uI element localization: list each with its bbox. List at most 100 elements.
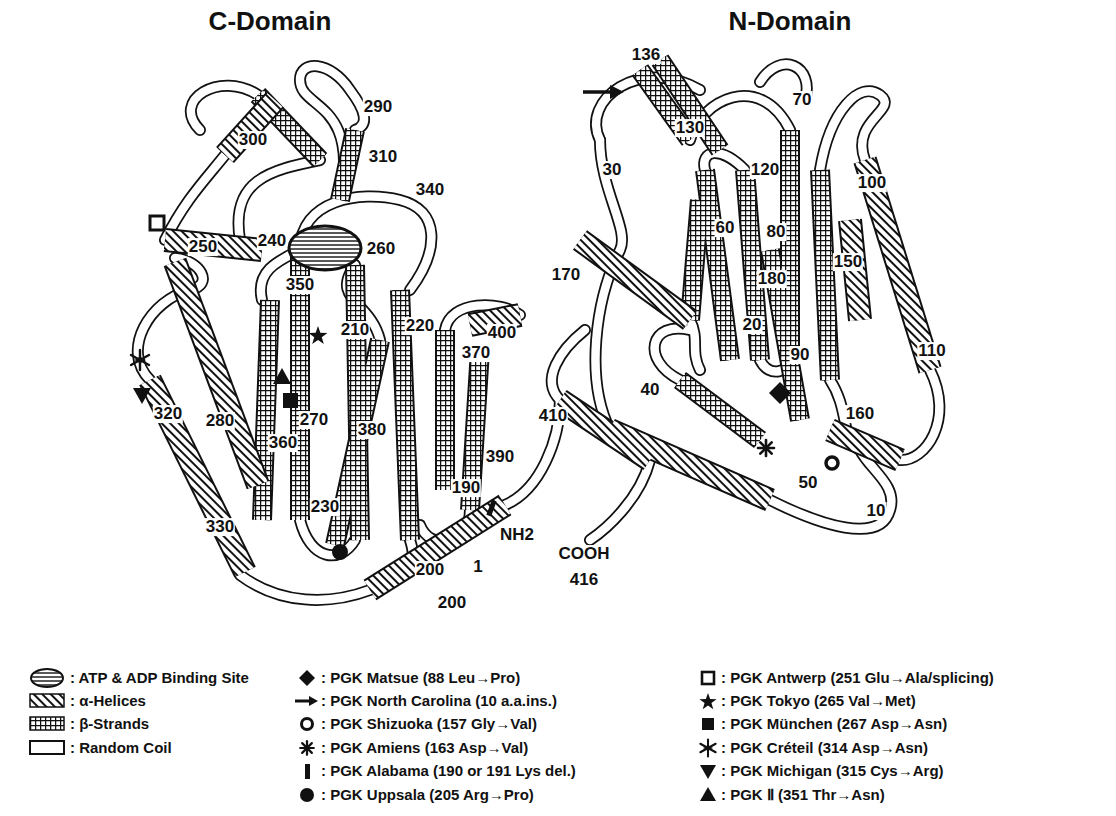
residue-number: 250 — [188, 238, 218, 256]
mutation-marker — [131, 85, 838, 560]
residue-number: 160 — [845, 405, 875, 423]
legend-swatch — [300, 788, 314, 802]
residue-number: 390 — [485, 448, 515, 466]
mutation-marker — [583, 90, 612, 94]
legend-swatch — [702, 718, 714, 730]
legend-text: : PGK Ⅱ (351 Thr→Asn) — [721, 787, 885, 804]
mutation-marker — [758, 440, 774, 456]
legend-swatch — [295, 700, 311, 703]
legend-text: : PGK Michigan (315 Cys→Arg) — [721, 763, 944, 780]
legend-swatch — [30, 694, 64, 707]
legend-text: : ATP & ADP Binding Site — [70, 670, 249, 687]
residue-number: 260 — [366, 240, 396, 258]
legend-text: : PGK North Carolina (10 a.a.ins.) — [321, 693, 557, 710]
legend-text: : α-Helices — [70, 693, 146, 710]
mutation-marker — [332, 544, 348, 560]
residue-number: 400 — [487, 324, 517, 342]
domain-title: N-Domain — [728, 8, 853, 35]
residue-number: NH2 — [499, 526, 535, 544]
residue-number: 410 — [538, 407, 568, 425]
residue-number: 220 — [405, 317, 435, 335]
residue-number: 200 — [415, 561, 445, 579]
legend-text: : PGK Amiens (163 Asp→Val) — [321, 740, 528, 757]
residue-number: 310 — [368, 148, 398, 166]
legend-text: : PGK Antwerp (251 Glu→Ala/splicing) — [721, 670, 994, 687]
residue-number: 10 — [866, 502, 887, 520]
residue-number: 60 — [715, 219, 736, 237]
legend-text: : β-Strands — [70, 716, 149, 733]
residue-number: 120 — [750, 161, 780, 179]
residue-number: 280 — [205, 412, 235, 430]
residue-number: 416 — [569, 571, 599, 589]
residue-number: 40 — [640, 381, 661, 399]
residue-number: 340 — [415, 181, 445, 199]
mutation-marker — [133, 388, 151, 404]
residue-number: 90 — [790, 346, 811, 364]
residue-number: 70 — [792, 91, 813, 109]
residue-number: 190 — [451, 479, 481, 497]
binding-site — [289, 226, 361, 270]
legend-text: : PGK Uppsala (205 Arg→Pro) — [321, 787, 534, 804]
mutation-marker — [283, 393, 298, 408]
residue-number: 270 — [299, 411, 329, 429]
domain-title: C-Domain — [208, 8, 333, 35]
residue-number: 130 — [675, 119, 705, 137]
residue-number: 380 — [357, 421, 387, 439]
mutation-marker — [769, 382, 791, 404]
legend-swatch — [305, 764, 310, 779]
residue-number: 210 — [340, 321, 370, 339]
mutation-marker — [150, 216, 164, 230]
legend-swatch — [700, 740, 715, 757]
residue-number: 230 — [310, 498, 340, 516]
residue-number: 350 — [285, 276, 315, 294]
residue-number: 20 — [742, 316, 763, 334]
legend-swatch — [30, 717, 64, 730]
mutation-marker — [610, 85, 624, 99]
beta-strand — [258, 60, 830, 545]
legend-swatch — [30, 669, 717, 802]
legend-swatch — [299, 670, 315, 686]
residue-number: 320 — [153, 405, 183, 423]
residue-number: 170 — [551, 266, 581, 284]
mutation-marker — [486, 500, 496, 517]
mutation-marker — [273, 368, 291, 384]
legend-text: : PGK Alabama (190 or 191 Lys del.) — [321, 763, 576, 780]
mutation-marker — [131, 350, 149, 370]
residue-number: 360 — [268, 434, 298, 452]
residue-number: 30 — [602, 161, 623, 179]
residue-number: 110 — [917, 342, 946, 360]
legend-swatch — [699, 693, 716, 709]
legend-swatch — [302, 719, 313, 730]
legend-text: : PGK München (267 Asp→Asn) — [721, 716, 947, 733]
residue-number: 180 — [757, 270, 787, 288]
legend-swatch — [700, 787, 716, 801]
beta-strand — [258, 60, 830, 545]
legend-swatch — [300, 741, 314, 755]
residue-number: 330 — [205, 518, 235, 536]
residue-number: 1 — [472, 558, 483, 576]
legend-text: : Random Coil — [70, 740, 172, 757]
legend-swatch — [30, 741, 64, 754]
residue-number: 150 — [833, 253, 863, 271]
residue-number: 50 — [798, 474, 819, 492]
residue-number: 370 — [461, 344, 491, 362]
residue-number: 100 — [857, 174, 887, 192]
legend-text: : PGK Tokyo (265 Val→Met) — [721, 693, 916, 710]
mutation-marker — [309, 326, 328, 344]
alpha-helix — [150, 100, 930, 590]
alpha-helix — [150, 100, 930, 590]
legend-swatch — [31, 669, 63, 687]
legend-swatch — [700, 765, 716, 779]
mutation-marker — [826, 457, 838, 469]
legend-swatch — [309, 696, 318, 706]
residue-number: COOH — [558, 545, 611, 563]
residue-number: 300 — [238, 131, 268, 149]
alpha-helix — [150, 100, 930, 590]
legend-text: : PGK Créteil (314 Asp→Asn) — [721, 740, 928, 757]
beta-strand — [258, 60, 830, 545]
residue-number: 290 — [363, 98, 393, 116]
legend-swatch — [702, 672, 714, 684]
legend-text: : PGK Matsue (88 Leu→Pro) — [321, 670, 520, 687]
residue-number: 240 — [257, 232, 287, 250]
